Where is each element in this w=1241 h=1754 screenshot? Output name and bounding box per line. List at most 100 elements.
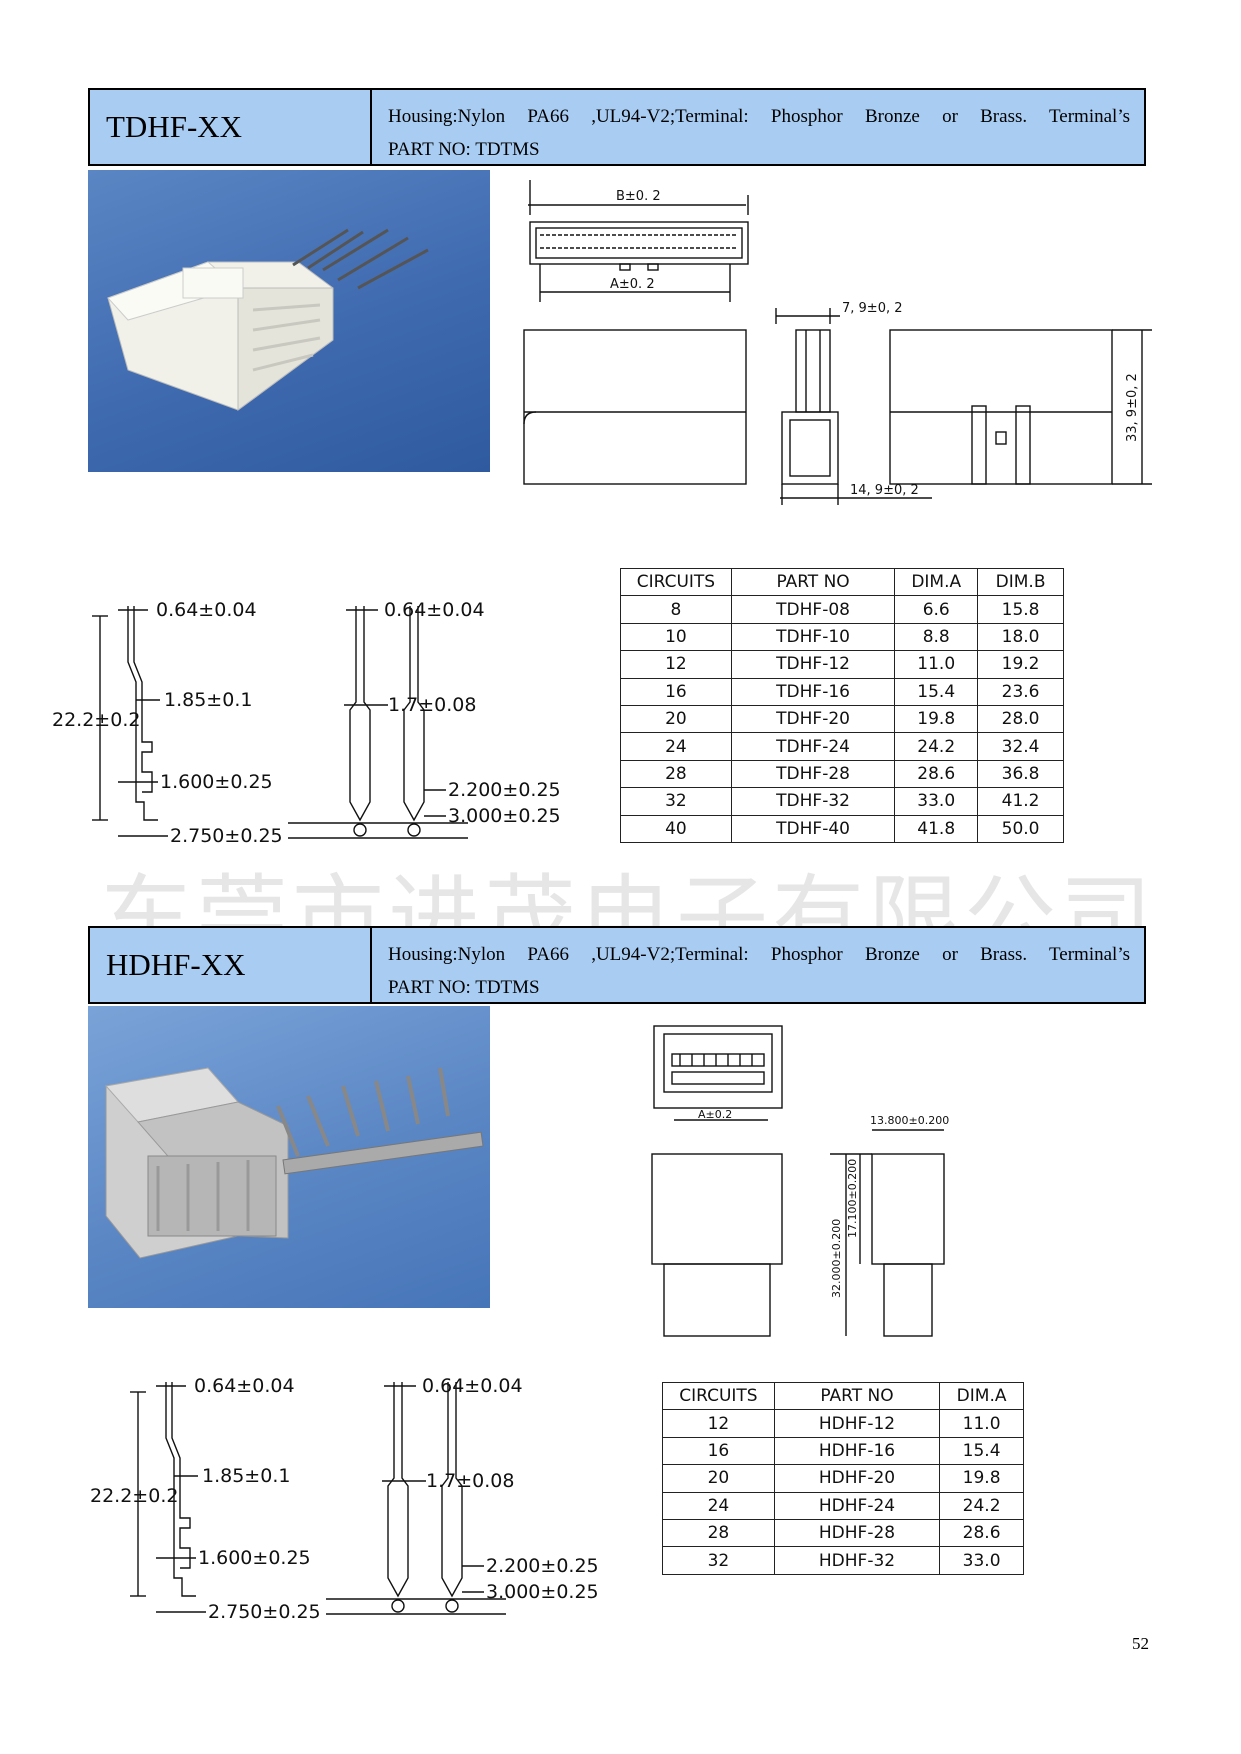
table-cell: 28 [620,759,732,789]
product-photo-hdhf [88,1006,490,1308]
connector-illustration [105,1067,484,1259]
table-cell: 24 [662,1491,775,1520]
dim-w-label: 7, 9±0, 2 [842,301,903,316]
dim-a-label: A±0.2 [698,1108,732,1121]
table-cell: 15.8 [977,595,1064,624]
description-line-2: PART NO: TDTMS [388,977,540,998]
table-cell: 28.0 [977,704,1064,734]
housing-drawing-hdhf: A±0.2 13.800±0.200 32.000±0.200 17.100±0… [651,1025,949,1337]
term-d3-label: 22.2±0.2 [90,1485,178,1507]
table-cell: 20 [620,704,732,734]
term-d5-label: 2.750±0.25 [208,1601,321,1623]
term-d2-label: 1.85±0.1 [202,1465,290,1487]
term-d9-label: 3.000±0.25 [486,1581,599,1603]
model-title: HDHF-XX [90,928,372,1002]
table-cell: HDHF-32 [773,1546,941,1575]
table-cell: 50.0 [977,814,1064,843]
table-cell: 36.8 [977,759,1064,789]
column-header: CIRCUITS [620,567,732,597]
term-d1-label: 0.64±0.04 [194,1375,295,1397]
table-cell: 8 [620,595,732,624]
dim-h2-label: 17.100±0.200 [846,1159,859,1238]
column-header: DIM.A [939,1381,1024,1411]
term-d9-label: 3.000±0.25 [448,805,561,827]
table-cell: 28.6 [894,759,979,789]
table-cell: TDHF-20 [730,704,896,734]
term-d4-label: 1.600±0.25 [198,1547,311,1569]
table-cell: 24.2 [894,732,979,761]
table-cell: HDHF-12 [773,1409,941,1438]
table-cell: 32 [662,1546,775,1575]
table-cell: 32.4 [977,732,1064,761]
term-d8-label: 2.200±0.25 [448,779,561,801]
description: Housing:Nylon PA66 ,UL94-V2;Terminal: Ph… [372,90,1144,164]
table-cell: 41.8 [894,814,979,843]
table-cell: 16 [620,677,732,706]
section-header-hdhf: HDHF-XX Housing:Nylon PA66 ,UL94-V2;Term… [88,926,1146,1004]
table-cell: 28.6 [939,1518,1024,1548]
product-photo-tdhf [88,170,490,472]
terminal-drawing-tdhf: 0.64±0.04 1.85±0.1 22.2±0.2 1.600±0.25 2… [52,599,561,847]
table-cell: TDHF-12 [730,650,896,679]
column-header: DIM.A [894,567,979,597]
table-cell: 18.0 [977,622,1064,652]
terminal-drawing-hdhf: 0.64±0.04 1.85±0.1 22.2±0.2 1.600±0.25 2… [90,1375,599,1623]
table-cell: 33.0 [939,1546,1024,1575]
table-cell: TDHF-10 [730,622,896,652]
table-cell: 12 [662,1409,775,1438]
description-line-1: Housing:Nylon PA66 ,UL94-V2;Terminal: Ph… [388,944,1130,965]
table-cell: 20 [662,1464,775,1493]
term-d5-label: 2.750±0.25 [170,825,283,847]
table-cell: TDHF-08 [730,595,896,624]
term-d6-label: 0.64±0.04 [384,599,485,621]
table-cell: 19.2 [977,650,1064,679]
term-d7-label: 1.7±0.08 [426,1470,514,1492]
table-cell: 24.2 [939,1491,1024,1520]
term-d4-label: 1.600±0.25 [160,771,273,793]
column-header: CIRCUITS [662,1381,775,1411]
term-d7-label: 1.7±0.08 [388,694,476,716]
page-number: 52 [1132,1634,1149,1653]
description: Housing:Nylon PA66 ,UL94-V2;Terminal: Ph… [372,928,1144,1002]
table-cell: TDHF-16 [730,677,896,706]
description-line-1: Housing:Nylon PA66 ,UL94-V2;Terminal: Ph… [388,106,1130,127]
table-cell: 41.2 [977,787,1064,816]
table-cell: 19.8 [894,704,979,734]
term-d8-label: 2.200±0.25 [486,1555,599,1577]
table-cell: 16 [662,1436,775,1466]
table-cell: 24 [620,732,732,761]
dim-b-label: B±0. 2 [616,189,661,204]
table-cell: HDHF-20 [773,1464,941,1493]
table-cell: 11.0 [939,1409,1024,1438]
table-cell: 33.0 [894,787,979,816]
connector-illustration [107,228,429,411]
dim-d-label: 14, 9±0, 2 [850,483,919,498]
table-cell: 32 [620,787,732,816]
term-d1-label: 0.64±0.04 [156,599,257,621]
table-cell: 8.8 [894,622,979,652]
term-d2-label: 1.85±0.1 [164,689,252,711]
dim-h-label: 33, 9±0, 2 [1125,373,1140,442]
description-line-2: PART NO: TDTMS [388,139,540,160]
table-cell: TDHF-24 [730,732,896,761]
table-cell: TDHF-32 [730,787,896,816]
